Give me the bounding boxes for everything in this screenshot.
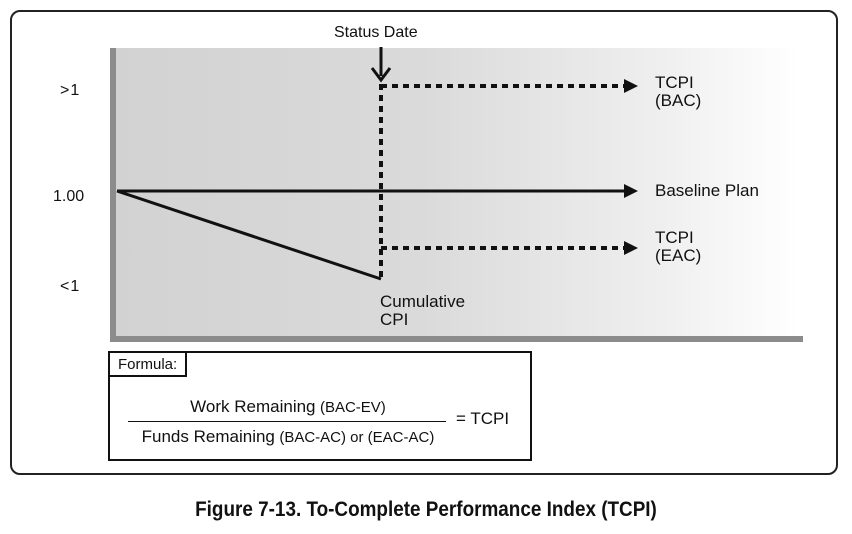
x-axis <box>110 336 803 342</box>
figure-caption: Figure 7-13. To-Complete Performance Ind… <box>195 498 657 521</box>
tcpi-eac-arrowhead <box>624 241 638 255</box>
status-date-arrowhead <box>370 67 392 83</box>
cumulative-cpi-line <box>116 189 382 281</box>
numerator-note: (BAC-EV) <box>319 399 386 416</box>
formula-result: = TCPI <box>456 409 510 428</box>
y-label-one: 1.00 <box>53 188 85 205</box>
y-label-less-than-one: <1 <box>60 278 81 295</box>
fraction-bar <box>128 421 446 422</box>
formula-box: Formula: Work Remaining (BAC-EV) Funds R… <box>108 351 532 461</box>
formula-denominator: Funds Remaining (BAC-AC) or (EAC-AC) <box>128 427 448 447</box>
denominator-main: Funds Remaining <box>141 427 275 446</box>
y-axis <box>110 48 116 340</box>
formula-numerator: Work Remaining (BAC-EV) <box>128 397 448 417</box>
cumulative-cpi-label: Cumulative CPI <box>380 292 466 329</box>
status-date-label: Status Date <box>334 24 418 41</box>
tcpi-eac-label: TCPI (EAC) <box>655 228 702 265</box>
baseline-plan-label: Baseline Plan <box>655 181 759 200</box>
numerator-main: Work Remaining <box>190 397 316 416</box>
tcpi-bac-arrowhead <box>624 79 638 93</box>
y-label-greater-than-one: >1 <box>60 82 81 99</box>
denominator-note: (BAC-AC) or (EAC-AC) <box>279 429 435 446</box>
baseline-plan-arrowhead <box>624 184 638 198</box>
formula-tag: Formula: <box>110 353 188 377</box>
plot-area <box>110 48 800 338</box>
tcpi-bac-label: TCPI (BAC) <box>655 73 702 110</box>
